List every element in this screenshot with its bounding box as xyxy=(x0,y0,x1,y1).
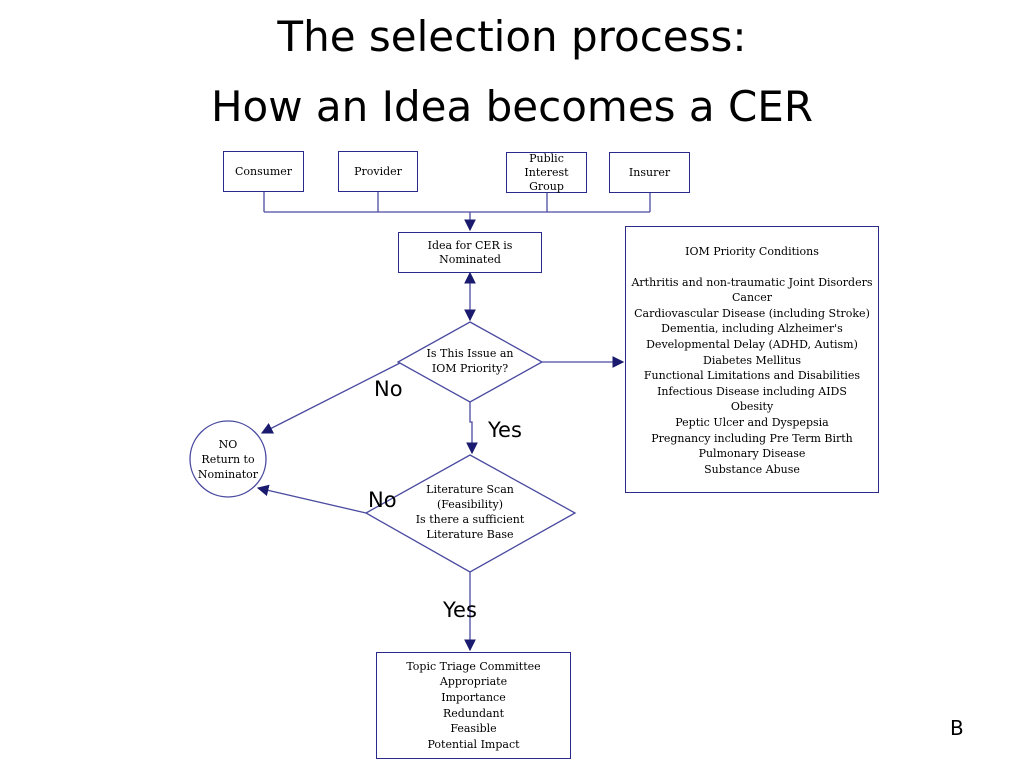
public-interest-group-box: Public Interest Group xyxy=(506,152,587,193)
consumer-label: Consumer xyxy=(234,164,293,178)
decision2-line-1: Literature Scan xyxy=(426,483,514,496)
edge-label-yes-2: Yes xyxy=(443,598,477,622)
iom-item: Cardiovascular Disease (including Stroke… xyxy=(634,306,870,320)
iom-item: Dementia, including Alzheimer's xyxy=(661,322,843,336)
return-to-nominator-text: NO Return to Nominator xyxy=(190,437,266,482)
public-interest-label-line-1: Public Interest xyxy=(524,151,569,179)
return-line-1: NO xyxy=(218,438,238,451)
insurer-box: Insurer xyxy=(609,152,690,193)
return-line-3: Nominator xyxy=(197,468,259,481)
triage-line: Appropriate xyxy=(439,675,508,689)
triage-line: Potential Impact xyxy=(427,737,520,751)
decision2-diamond xyxy=(364,454,577,573)
iom-item: Peptic Ulcer and Dyspepsia xyxy=(675,415,829,429)
decision1-no-arrow xyxy=(260,361,403,434)
idea-nominated-box: Idea for CER is Nominated xyxy=(398,232,542,273)
decision1-line-1: Is This Issue an xyxy=(426,347,514,360)
return-line-2: Return to xyxy=(201,453,255,466)
iom-item: Obesity xyxy=(730,400,774,414)
provider-label: Provider xyxy=(354,164,402,178)
iom-item: Pulmonary Disease xyxy=(698,447,806,461)
topic-triage-committee-box: Topic Triage Committee Appropriate Impor… xyxy=(376,652,571,759)
iom-item: Pregnancy including Pre Term Birth xyxy=(651,431,853,445)
triage-line: Topic Triage Committee xyxy=(406,659,541,673)
iom-item: Functional Limitations and Disabilities xyxy=(643,369,861,383)
triage-line: Importance xyxy=(441,690,506,704)
edge-label-no-2: No xyxy=(368,488,397,512)
idea-nominated-label: Idea for CER is Nominated xyxy=(427,238,513,266)
edge-label-no-1: No xyxy=(374,377,403,401)
iom-item: Substance Abuse xyxy=(704,462,800,476)
decision1-diamond xyxy=(396,321,544,403)
iom-priority-conditions-box: IOM Priority Conditions Arthritis and no… xyxy=(625,226,879,493)
triage-line: Redundant xyxy=(442,706,505,720)
public-interest-label-line-2: Group xyxy=(529,179,564,193)
iom-item: Cancer xyxy=(732,291,772,305)
insurer-label: Insurer xyxy=(628,165,671,179)
decision1-text: Is This Issue an IOM Priority? xyxy=(420,346,520,376)
decision2-line-3: Is there a sufficient xyxy=(415,513,525,526)
iom-item: Developmental Delay (ADHD, Autism) xyxy=(646,337,858,351)
slide-title-line-1: The selection process: xyxy=(277,12,747,61)
slide-corner-label: B xyxy=(950,716,964,740)
provider-box: Provider xyxy=(338,151,418,192)
iom-item: Arthritis and non-traumatic Joint Disord… xyxy=(631,275,873,289)
return-circle-shape xyxy=(189,420,267,498)
decision2-text: Literature Scan (Feasibility) Is there a… xyxy=(405,482,535,542)
decision2-line-2: (Feasibility) xyxy=(436,498,504,511)
decision1-line-2: IOM Priority? xyxy=(431,362,509,375)
slide-title-line-2: How an Idea becomes a CER xyxy=(210,82,814,131)
decision1-yes-arrow xyxy=(466,402,478,455)
decision2-line-4: Literature Base xyxy=(426,528,514,541)
iom-item: Infectious Disease including AIDS xyxy=(657,384,847,398)
iom-item: Diabetes Mellitus xyxy=(703,353,801,367)
consumer-box: Consumer xyxy=(223,151,304,192)
edge-label-yes-1: Yes xyxy=(488,418,522,442)
decision2-no-arrow xyxy=(256,484,367,514)
iom-heading: IOM Priority Conditions xyxy=(685,245,819,258)
triage-line: Feasible xyxy=(450,722,497,736)
